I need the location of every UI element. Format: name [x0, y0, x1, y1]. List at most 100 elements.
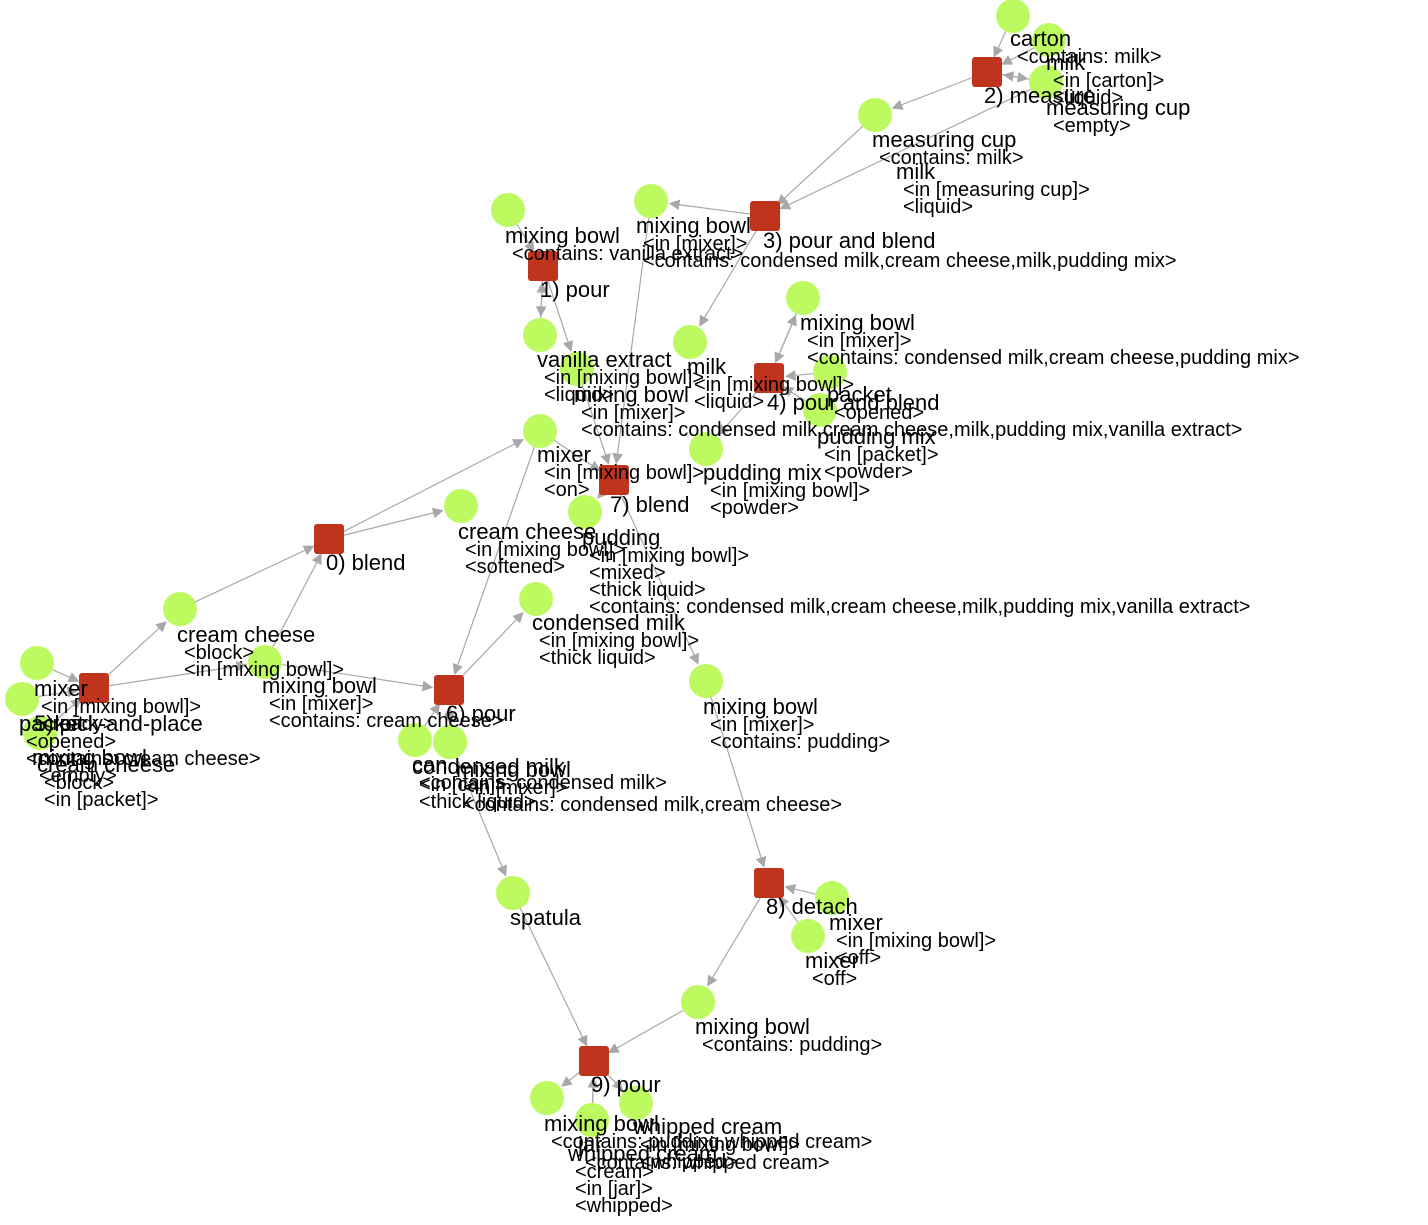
action-node-a3[interactable] — [750, 201, 780, 231]
object-attr-o_cm_bowl-0: <in [mixing bowl]> — [539, 630, 699, 652]
object-node-o_bowl_vanilla[interactable] — [491, 193, 525, 227]
edge-a5-to-o_bowl_mixer_cc — [108, 660, 248, 687]
object-attr-o_wc_jar-2: <whipped> — [575, 1195, 673, 1217]
edge-o_packet_opened-to-a4 — [784, 370, 814, 381]
object-node-o_bowl_cm_cc_m_pm[interactable] — [634, 184, 668, 218]
object-attr-o_carton-0: <contains: milk> — [1017, 46, 1162, 68]
action-node-a7[interactable] — [599, 465, 629, 495]
object-node-o_can[interactable] — [398, 723, 432, 757]
object-label-o_bowl_pud_wc: mixing bowl — [544, 1111, 659, 1136]
object-label-o_pudmix_packet: pudding mix — [817, 424, 936, 449]
edge-a0-to-o_mixer_on — [342, 439, 525, 533]
action-label-a2: 2) measure — [984, 83, 1095, 108]
edge-o_bowl_mixer_cc-to-a6 — [281, 663, 434, 692]
edge-a5-to-o_cc_block — [104, 621, 167, 679]
edge-o_vanilla-to-a1 — [536, 281, 548, 319]
object-node-o_pudding[interactable] — [568, 495, 602, 529]
object-node-o_cc_softened[interactable] — [444, 489, 478, 523]
object-node-o_mixer_on[interactable] — [523, 414, 557, 448]
object-attr-o_cc_packet-1: <in [packet]> — [44, 789, 159, 811]
object-node-o_mixer_off[interactable] — [791, 919, 825, 953]
object-attr-o_can-0: <contains: condensed milk> — [419, 772, 667, 794]
edge-a0-to-o_cc_softened — [343, 507, 444, 536]
object-attr-o_bowl_empty-0: <empty> — [39, 765, 117, 787]
object-attr-o_bowl_cm_cc_pm-0: <in [mixer]> — [807, 330, 911, 352]
edge-o_spatula-to-a9 — [519, 908, 588, 1047]
edge-a7-to-o_bowl_mixer_pudding — [619, 493, 699, 665]
object-node-o_milk_carton[interactable] — [1032, 23, 1066, 57]
edge-a2-to-o_milk_mcup — [1001, 71, 1029, 83]
object-label-o_milk_mcup: milk — [896, 159, 936, 184]
object-node-o_bowl_pud_wc[interactable] — [530, 1081, 564, 1115]
object-attr-o_cm_bowl-1: <thick liquid> — [539, 647, 656, 669]
object-label-o_bowl_cm_cc: mixing bowl — [456, 757, 571, 782]
object-node-o_milk_mcup[interactable] — [1029, 65, 1063, 99]
edge-o_mixer_off-to-a8 — [778, 895, 799, 923]
object-node-o_bowl_mixer_cc[interactable] — [248, 645, 282, 679]
object-label-o_bowl_cm_cc_pm: mixing bowl — [800, 310, 915, 335]
object-label-o_jar: jar — [577, 1132, 602, 1157]
object-label-o_carton: carton — [1010, 26, 1071, 51]
action-node-a9[interactable] — [579, 1046, 609, 1076]
object-node-o_bowl_mixer_pudding[interactable] — [689, 664, 723, 698]
action-label-a8: 8) detach — [766, 894, 858, 919]
object-node-o_cc_block[interactable] — [163, 592, 197, 626]
edge-o_bowl_vanilla-to-a1 — [516, 224, 535, 253]
object-node-o_carton[interactable] — [996, 0, 1030, 33]
object-attr-o_vanilla-0: <in [mixing bowl]> — [544, 367, 704, 389]
object-node-o_vanilla[interactable] — [523, 318, 557, 352]
object-label-o_milk_carton: milk — [1046, 50, 1086, 75]
object-label-o_packet_cc: packet — [19, 711, 84, 736]
object-label-o_bowl_mixer_cc: mixing bowl — [262, 673, 377, 698]
action-label-a7: 7) blend — [610, 492, 690, 517]
action-node-a8[interactable] — [754, 868, 784, 898]
object-node-o_bowl_cm_cc_pm[interactable] — [786, 281, 820, 315]
object-node-o_wc_bowl[interactable] — [619, 1086, 653, 1120]
object-node-o_cm_bowl[interactable] — [519, 582, 553, 616]
object-node-o_mixer_ready[interactable] — [20, 646, 54, 680]
object-label-o_bowl_mixer_pudding: mixing bowl — [703, 694, 818, 719]
object-attr-o_jar-0: <contains: whipped cream> — [585, 1152, 830, 1174]
object-attr-o_bowl_cm_cc_m_pm-0: <in [mixer]> — [643, 233, 747, 255]
edge-o_carton-to-a2 — [993, 31, 1007, 58]
action-label-a5: 5) pick-and-place — [34, 711, 203, 736]
object-attr-o_packet_cc-1: <contains: cream cheese> — [26, 748, 261, 770]
object-node-o_milk_bowl[interactable] — [673, 325, 707, 359]
action-node-a4[interactable] — [754, 363, 784, 393]
action-node-a2[interactable] — [972, 57, 1002, 87]
object-attr-o_pudding-0: <in [mixing bowl]> — [589, 545, 749, 567]
object-node-o_wc_jar[interactable] — [575, 1103, 609, 1137]
object-node-o_bowl_pudding[interactable] — [681, 985, 715, 1019]
object-attr-o_mixer_bowl_off-1: <off> — [836, 947, 881, 969]
edge-o_bowl_cm_cc_m_pm-to-a7 — [612, 217, 650, 465]
object-node-o_mcup_milk[interactable] — [858, 98, 892, 132]
action-node-a1[interactable] — [528, 251, 558, 281]
edge-o_mixer_bowl_off-to-a8 — [784, 883, 816, 895]
edge-o_wc_jar-to-a9 — [587, 1076, 599, 1104]
action-label-a4: 4) pour and blend — [767, 390, 939, 415]
object-node-o_mixer_bowl_off[interactable] — [815, 881, 849, 915]
object-node-o_packet_opened[interactable] — [813, 355, 847, 389]
action-node-a6[interactable] — [434, 675, 464, 705]
object-attr-o_bowl_mixer_cc-1: <contains: cream cheese> — [269, 710, 504, 732]
object-attr-o_bowl_mixer_pudding-0: <in [mixer]> — [710, 714, 814, 736]
object-node-o_pudmix_bowl[interactable] — [689, 432, 723, 466]
object-node-o_bowl_cm_cc[interactable] — [433, 725, 467, 759]
object-attr-o_pudding-3: <contains: condensed milk,cream cheese,m… — [589, 596, 1250, 618]
object-label-o_bowl_all: mixing bowl — [574, 382, 689, 407]
object-attr-o_pudmix_packet-1: <powder> — [824, 461, 913, 483]
object-attr-o_pudmix_bowl-0: <in [mixing bowl]> — [710, 480, 870, 502]
object-node-o_bowl_all[interactable] — [560, 352, 594, 386]
object-label-o_mixer_on: mixer — [537, 442, 591, 467]
object-node-o_packet_cc[interactable] — [5, 682, 39, 716]
object-node-o_spatula[interactable] — [496, 876, 530, 910]
action-node-a0[interactable] — [314, 524, 344, 554]
object-label-o_wc_jar: whipped cream — [567, 1141, 717, 1166]
object-node-o_pudmix_packet[interactable] — [803, 393, 837, 427]
action-node-a5[interactable] — [79, 673, 109, 703]
edge-o_cc_packet-to-a5 — [52, 698, 82, 723]
object-attr-o_milk_mcup-0: <in [measuring cup]> — [903, 179, 1090, 201]
object-node-o_cc_packet[interactable] — [23, 716, 57, 750]
edge-a4-to-o_pudmix_bowl — [717, 388, 760, 436]
object-label-o_packet_opened: packet — [827, 382, 892, 407]
